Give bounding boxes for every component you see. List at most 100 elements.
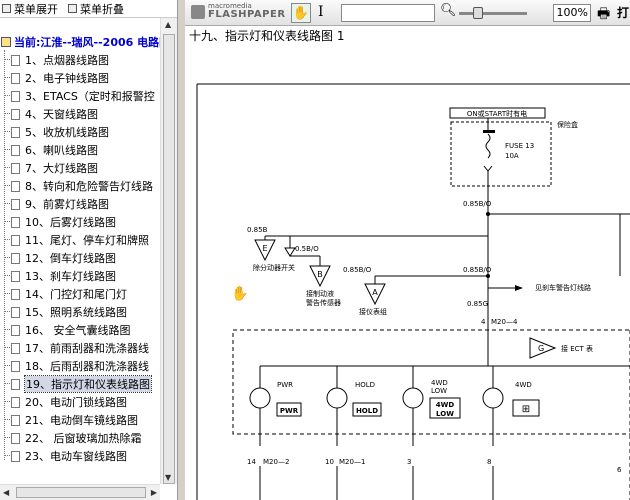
wire-label-5: 0.85B/O bbox=[463, 266, 492, 274]
tree-connector bbox=[4, 185, 10, 186]
tree-connector bbox=[4, 77, 10, 78]
tree-connector bbox=[4, 221, 10, 222]
zoom-slider[interactable] bbox=[459, 7, 527, 19]
vertical-scroll-thumb[interactable] bbox=[163, 34, 175, 484]
tree-item[interactable]: 6、喇叭线路图 bbox=[0, 142, 98, 158]
tree-connector bbox=[4, 203, 10, 204]
horizontal-scrollbar[interactable]: ◀ ▶ bbox=[0, 484, 160, 500]
tree-root-label: 当前:江淮--瑞风--2006 电路图 bbox=[14, 36, 171, 49]
frame-splitter[interactable] bbox=[178, 0, 185, 500]
magnifier-icon[interactable]: 🔍︎ bbox=[440, 3, 457, 18]
tree-root[interactable]: 当前:江淮--瑞风--2006 电路图 bbox=[0, 34, 170, 50]
tree-connector bbox=[4, 149, 10, 150]
tree-connector bbox=[4, 95, 10, 96]
tree-item[interactable]: 22、 后窗玻璃加热除霜 bbox=[0, 430, 142, 446]
tree-item[interactable]: 21、电动倒车镜线路图 bbox=[0, 412, 138, 428]
document-icon bbox=[11, 414, 20, 426]
tree-item-label: 9、前雾灯线路图 bbox=[25, 198, 109, 211]
tree-item[interactable]: 15、照明系统线路图 bbox=[0, 304, 127, 320]
lamp-4wd-low-label-2: LOW bbox=[431, 387, 447, 395]
pin-3: 3 bbox=[407, 458, 411, 466]
connector-a bbox=[364, 283, 386, 306]
tree-item[interactable]: 5、收放机线路图 bbox=[0, 124, 109, 140]
indicator-4wd: 4WD ⊞ bbox=[482, 366, 540, 446]
tree-item[interactable]: 17、前雨刮器和洗涤器线 bbox=[0, 340, 149, 356]
tree-item[interactable]: 11、尾灯、停车灯和牌照 bbox=[0, 232, 149, 248]
fuse-box-label: 保险盒 bbox=[557, 120, 578, 129]
hand-tool-button[interactable]: ✋ bbox=[291, 3, 311, 23]
fuse-terminal bbox=[483, 130, 495, 133]
tree-item[interactable]: 3、ETACS（定时和报警控 bbox=[0, 88, 155, 104]
tree-connector bbox=[4, 365, 10, 366]
arrow-text: 见刹车警告灯线路 bbox=[535, 283, 591, 292]
tree-item[interactable]: 1、点烟器线路图 bbox=[0, 52, 109, 68]
tree-item[interactable]: 12、倒车灯线路图 bbox=[0, 250, 116, 266]
zoom-level-field[interactable]: 100% bbox=[553, 4, 591, 22]
connector-e-letter: E bbox=[262, 244, 267, 253]
tree-connector bbox=[4, 329, 10, 330]
connector-g-text: 接 ECT 表 bbox=[561, 344, 593, 353]
connector-g bbox=[529, 337, 557, 359]
tree-item[interactable]: 7、大灯线路图 bbox=[0, 160, 98, 176]
tree-item[interactable]: 18、后雨刮器和洗涤器线 bbox=[0, 358, 149, 374]
menu-collapse-button[interactable]: 菜单折叠 bbox=[68, 1, 124, 17]
document-icon bbox=[11, 396, 20, 408]
tree-connector bbox=[4, 59, 10, 60]
connector-g-letter: G bbox=[538, 344, 544, 353]
tree-item[interactable]: 9、前雾灯线路图 bbox=[0, 196, 109, 212]
tree-item[interactable]: 10、后雾灯线路图 bbox=[0, 214, 116, 230]
fuse-icon bbox=[485, 133, 491, 159]
lamp-hold-badge: HOLD bbox=[356, 407, 378, 415]
menu-expand-button[interactable]: 菜单展开 bbox=[2, 1, 58, 17]
hand-icon: ✋ bbox=[292, 5, 310, 21]
tree-item[interactable]: 16、 安全气囊线路图 bbox=[0, 322, 131, 338]
connector-b-text-2: 警告传感器 bbox=[306, 298, 341, 307]
connector-e-text: 除分动器开关 bbox=[253, 263, 295, 272]
tree-item-label: 22、 后窗玻璃加热除霜 bbox=[25, 432, 142, 445]
tree-item[interactable]: 8、转向和危险警告灯线路 bbox=[0, 178, 153, 194]
tree-item-label: 12、倒车灯线路图 bbox=[25, 252, 116, 265]
tree-item-label: 20、电动门锁线路图 bbox=[25, 396, 127, 409]
tree-connector bbox=[4, 50, 5, 460]
zoom-slider-knob[interactable] bbox=[473, 7, 483, 19]
macromedia-logo-icon bbox=[191, 4, 205, 19]
connector-e bbox=[254, 239, 276, 262]
tree-item[interactable]: 20、电动门锁线路图 bbox=[0, 394, 127, 410]
scroll-right-icon[interactable]: ▶ bbox=[150, 488, 157, 497]
print-icon[interactable]: 🖶 bbox=[597, 6, 611, 22]
vertical-scrollbar[interactable]: ▲ ▼ bbox=[160, 18, 177, 484]
tree-item[interactable]: 14、门控灯和尾门灯 bbox=[0, 286, 127, 302]
instrument-cluster-box bbox=[232, 329, 630, 435]
menu-expand-label: 菜单展开 bbox=[14, 2, 58, 16]
connector-a-letter: A bbox=[372, 288, 378, 297]
tree-item[interactable]: 2、电子钟线路图 bbox=[0, 70, 109, 86]
text-select-tool-icon[interactable]: I bbox=[318, 4, 324, 20]
tree-item[interactable]: 19、指示灯和仪表线路图 bbox=[0, 375, 152, 393]
tree-item[interactable]: 4、天窗线路图 bbox=[0, 106, 98, 122]
tree-item[interactable]: 23、电动车窗线路图 bbox=[0, 448, 127, 464]
tree-connector bbox=[4, 347, 10, 348]
lamp-4wd-low-badge-1: 4WD bbox=[436, 401, 455, 409]
print-label[interactable]: 打 bbox=[617, 6, 630, 20]
connector-b-letter: B bbox=[317, 270, 323, 279]
scroll-down-icon[interactable]: ▼ bbox=[165, 473, 172, 482]
document-icon bbox=[11, 162, 20, 174]
tree-item[interactable]: 13、刹车灯线路图 bbox=[0, 268, 116, 284]
document-icon bbox=[11, 216, 20, 228]
scroll-up-icon[interactable]: ▲ bbox=[165, 20, 172, 29]
tree-item-label: 6、喇叭线路图 bbox=[25, 144, 98, 157]
scroll-left-icon[interactable]: ◀ bbox=[3, 488, 10, 497]
document-icon bbox=[11, 180, 20, 192]
tree-connector bbox=[4, 167, 10, 168]
wiring-diagram: 十九、指示灯和仪表线路图 1 ON或START时有电 保险盒 FUSE 13 1… bbox=[189, 28, 630, 500]
lamp-hold-label: HOLD bbox=[355, 381, 375, 389]
connector-b bbox=[309, 265, 331, 288]
expand-icon bbox=[2, 4, 11, 13]
horizontal-scroll-thumb[interactable] bbox=[16, 487, 146, 498]
tree-connector bbox=[4, 437, 10, 438]
wire-label-1: 0.85B/O bbox=[463, 200, 492, 208]
flashpaper-logo: macromedia FLASHPAPER bbox=[191, 3, 286, 20]
document-icon bbox=[11, 270, 20, 282]
search-input[interactable] bbox=[341, 4, 435, 22]
lamp-pwr-badge: PWR bbox=[280, 407, 299, 415]
